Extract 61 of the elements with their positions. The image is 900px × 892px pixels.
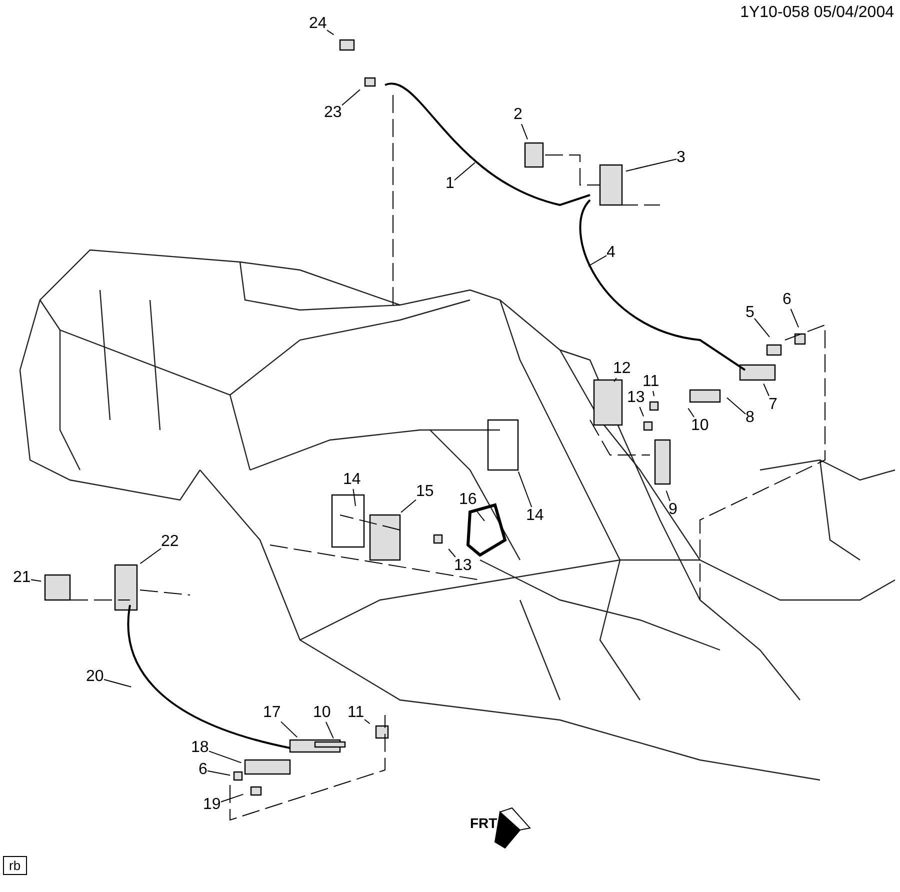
- callout-number: 11: [642, 373, 660, 391]
- callout-number: 2: [514, 106, 522, 124]
- leader-line: [625, 158, 677, 172]
- leader-line: [220, 794, 244, 802]
- callout-number: 21: [13, 569, 31, 587]
- leader-line: [754, 318, 770, 338]
- callout-number: 15: [416, 483, 434, 501]
- leader-line: [400, 499, 416, 513]
- callout-number: 6: [782, 291, 792, 309]
- callout-number: 17: [263, 704, 281, 722]
- leader-line: [614, 378, 617, 382]
- callout-number: 5: [746, 304, 754, 322]
- callout-number: 14: [526, 507, 544, 525]
- callout-number: 16: [459, 491, 477, 509]
- callout-number: 10: [313, 704, 331, 722]
- callout-number: 23: [324, 104, 342, 122]
- leader-line: [104, 679, 132, 688]
- callout-number: 12: [613, 360, 631, 378]
- callout-number: 10: [691, 417, 709, 435]
- callout-number: 18: [191, 739, 209, 757]
- leader-line: [639, 406, 644, 417]
- leader-line: [790, 308, 799, 328]
- leader-line: [326, 722, 334, 739]
- leader-line: [588, 255, 607, 266]
- leader-line: [342, 89, 360, 106]
- callout-number: 6: [198, 761, 208, 779]
- leader-line: [448, 548, 456, 558]
- callout-number: 20: [86, 668, 104, 686]
- leader-line: [763, 383, 770, 396]
- callout-number: 1: [446, 175, 454, 193]
- leader-line: [726, 397, 746, 414]
- callout-number: 7: [768, 396, 778, 414]
- callout-number: 3: [676, 149, 686, 167]
- leader-line: [454, 162, 476, 181]
- drawing-number: 1Y10-058 05/04/2004: [740, 4, 894, 22]
- leader-line: [521, 124, 528, 140]
- leader-line: [140, 548, 162, 564]
- callout-number: 9: [668, 501, 678, 519]
- leader-line: [208, 750, 242, 764]
- leader-line: [688, 408, 694, 418]
- callout-number: 14: [343, 471, 361, 489]
- callout-number: 8: [746, 409, 754, 427]
- callout-number: 4: [606, 244, 616, 262]
- leader-line: [518, 471, 532, 508]
- leader-line: [666, 490, 670, 502]
- leader-line: [30, 579, 42, 582]
- callout-number: 22: [161, 533, 179, 551]
- leader-line: [280, 721, 298, 738]
- leader-line: [352, 488, 356, 506]
- leader-line: [207, 770, 231, 776]
- leader-line: [364, 719, 370, 724]
- callout-number: 11: [348, 704, 364, 722]
- callout-number: 19: [203, 796, 221, 814]
- leader-line: [652, 390, 655, 397]
- callout-number: 24: [309, 15, 327, 33]
- front-label: FRT: [470, 815, 498, 831]
- leader-line: [474, 508, 485, 522]
- callout-number: 13: [627, 389, 645, 407]
- leader-line: [326, 30, 334, 36]
- author-tag: rb: [3, 856, 27, 875]
- callout-number: 13: [454, 557, 472, 575]
